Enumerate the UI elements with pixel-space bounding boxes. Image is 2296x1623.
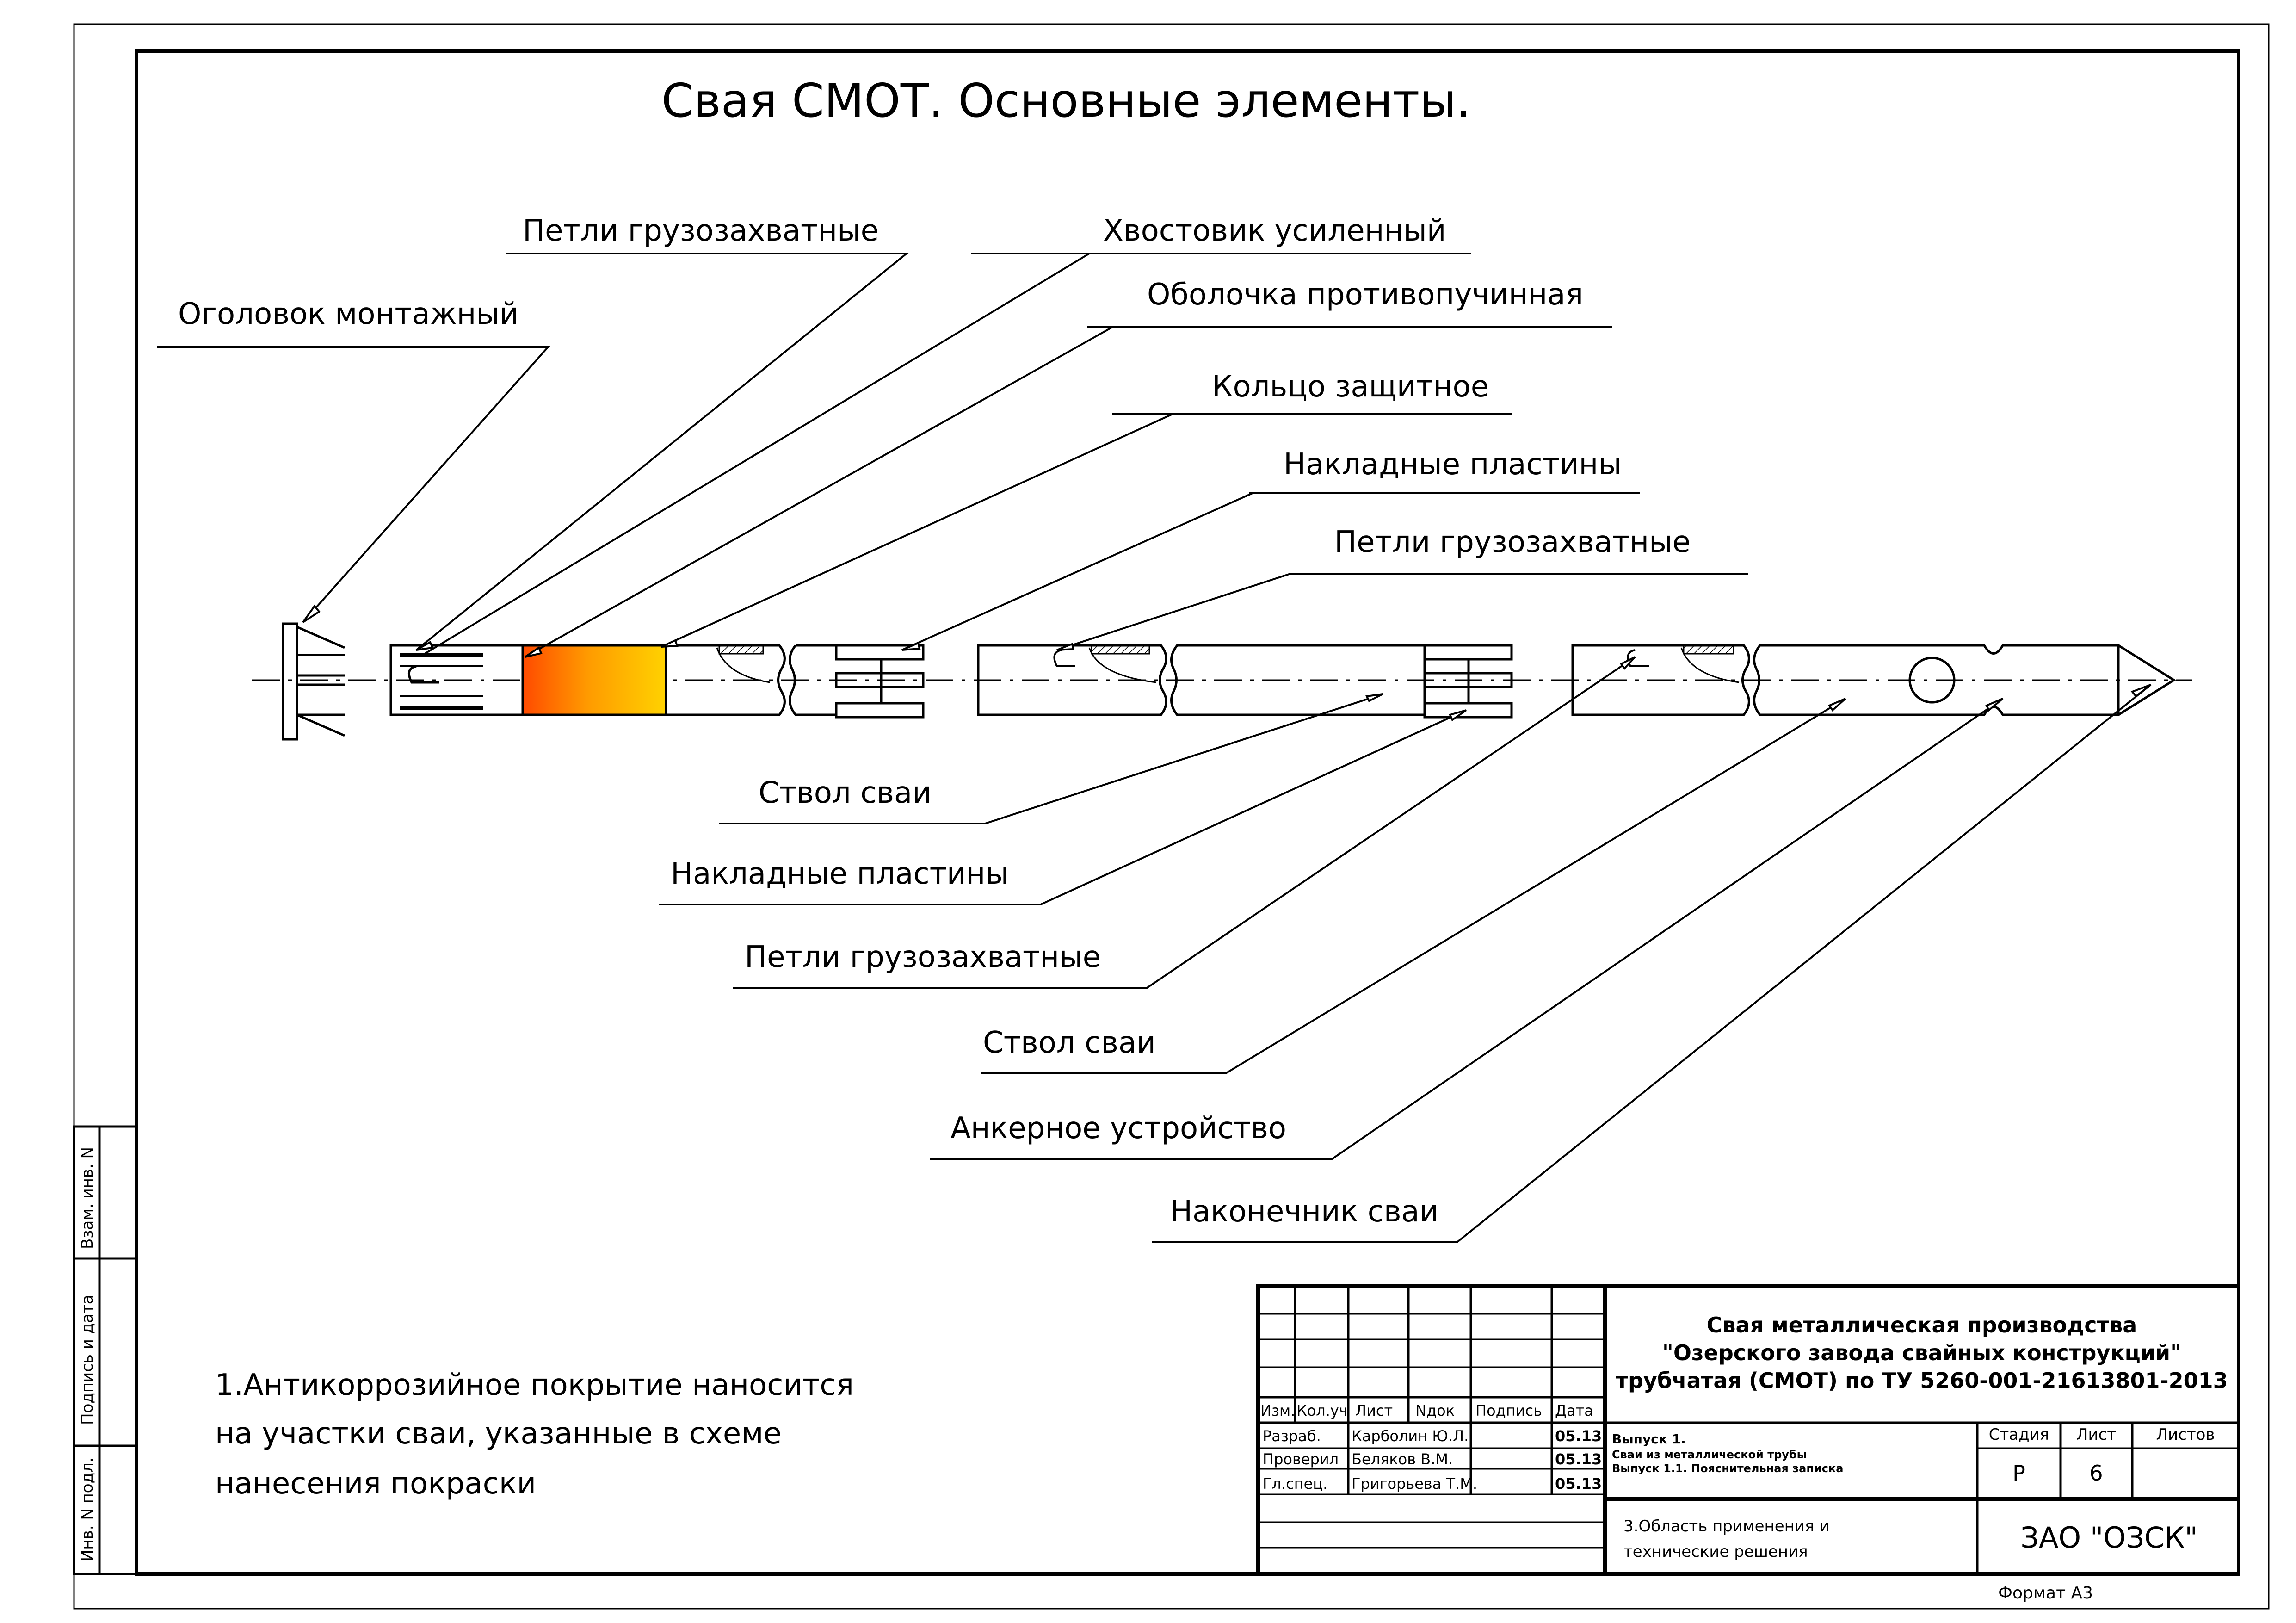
hdr-date: Дата (1555, 1402, 1593, 1419)
label-plates-top: Накладные пластины (1284, 447, 1622, 482)
pile-section-2 (977, 644, 1167, 716)
sheets-label: Листов (2156, 1425, 2215, 1444)
note-line-3: нанесения покраски (215, 1467, 536, 1501)
hdr-list: Лист (1355, 1402, 1393, 1419)
stage-value: Р (2012, 1461, 2025, 1486)
side-stamp (73, 1125, 138, 1575)
row-date-2: 05.13 (1555, 1450, 1602, 1468)
outer-frame (73, 23, 2270, 1610)
label-loops-mid: Петли грузозахватные (1334, 525, 1691, 559)
row-name-2: Беляков В.М. (1352, 1450, 1453, 1468)
section-1: 3.Область применения и (1623, 1517, 1829, 1536)
stamp-inv-podl: Инв. N подл. (78, 1457, 97, 1561)
callout-labels: Оголовок монтажный Петли грузозахватные … (178, 214, 1691, 1229)
label-head: Оголовок монтажный (178, 297, 519, 331)
row-date-1: 05.13 (1555, 1427, 1602, 1445)
format-label: Формат А3 (1998, 1584, 2093, 1603)
row-name-1: Карболин Ю.Л. (1352, 1427, 1469, 1445)
doc-title-3: трубчатая (СМОТ) по ТУ 5260-001-21613801… (1616, 1368, 2228, 1393)
main-frame (135, 49, 2240, 1576)
doc-title-2: "Озерского завода свайных конструкций" (1662, 1340, 2181, 1365)
stage-label: Стадия (1989, 1425, 2049, 1444)
label-shank: Хвостовик усиленный (1103, 214, 1446, 248)
issue-3: Выпуск 1.1. Пояснительная записка (1612, 1462, 1843, 1475)
leader-lines (157, 253, 2152, 1243)
hdr-ndok: Nдок (1415, 1402, 1455, 1419)
label-loops-bottom: Петли грузозахватные (745, 940, 1101, 974)
label-anchor: Анкерное устройство (950, 1111, 1286, 1146)
label-shell: Оболочка противопучинная (1147, 278, 1583, 312)
drawing-title: Свая СМОТ. Основные элементы. (661, 74, 1471, 128)
leader-arrowheads (302, 604, 2152, 722)
hdr-sign: Подпись (1475, 1402, 1542, 1419)
row-role-2: Проверил (1263, 1450, 1339, 1468)
row-name-3: Григорьева Т.М. (1352, 1475, 1477, 1493)
note: 1.Антикоррозийное покрытие наносится на … (215, 1368, 854, 1501)
hdr-izm: Изм. (1260, 1402, 1295, 1419)
row-role-1: Разраб. (1263, 1427, 1321, 1445)
pile-drawing (252, 622, 2192, 741)
label-trunk-2: Ствол сваи (983, 1026, 1156, 1060)
section-2: технические решения (1623, 1542, 1808, 1561)
label-ring: Кольцо защитное (1212, 370, 1489, 404)
hdr-kol: Кол.уч (1296, 1402, 1348, 1419)
label-tip: Наконечник сваи (1170, 1195, 1438, 1229)
sheet-label: Лист (2076, 1425, 2116, 1444)
note-line-2: на участки сваи, указанные в схеме (215, 1417, 782, 1451)
row-role-3: Гл.спец. (1263, 1475, 1327, 1493)
stamp-inv-vzam: Взам. инв. N (78, 1147, 97, 1249)
pile-section-1 (666, 644, 786, 716)
row-date-3: 05.13 (1555, 1475, 1602, 1493)
issue-2: Сваи из металлической трубы (1612, 1448, 1807, 1461)
label-plates-bottom: Накладные пластины (671, 857, 1009, 891)
title-block-text: Изм. Кол.уч Лист Nдок Подпись Дата Разра… (1260, 1313, 2228, 1561)
pile-section-4 (1753, 644, 2120, 716)
splice-plates-1 (835, 644, 925, 719)
doc-title-1: Свая металлическая производства (1707, 1313, 2137, 1338)
anchor-hole (1908, 657, 1956, 704)
sheet-value: 6 (2089, 1461, 2103, 1486)
pile-section-3 (1571, 644, 1750, 716)
note-line-1: 1.Антикоррозийное покрытие наносится (215, 1368, 854, 1402)
label-loops-top: Петли грузозахватные (523, 214, 879, 248)
splice-plates-2 (1423, 644, 1513, 719)
company: ЗАО "ОЗСК" (2020, 1521, 2198, 1555)
coating-section (521, 644, 667, 716)
issue-1: Выпуск 1. (1612, 1431, 1686, 1447)
title-block-grid (1256, 1284, 2240, 1576)
label-trunk-1: Ствол сваи (759, 776, 932, 810)
pile-tip (2117, 644, 2176, 716)
pile-head (282, 622, 346, 741)
stamp-sign-date: Подпись и дата (78, 1295, 97, 1425)
